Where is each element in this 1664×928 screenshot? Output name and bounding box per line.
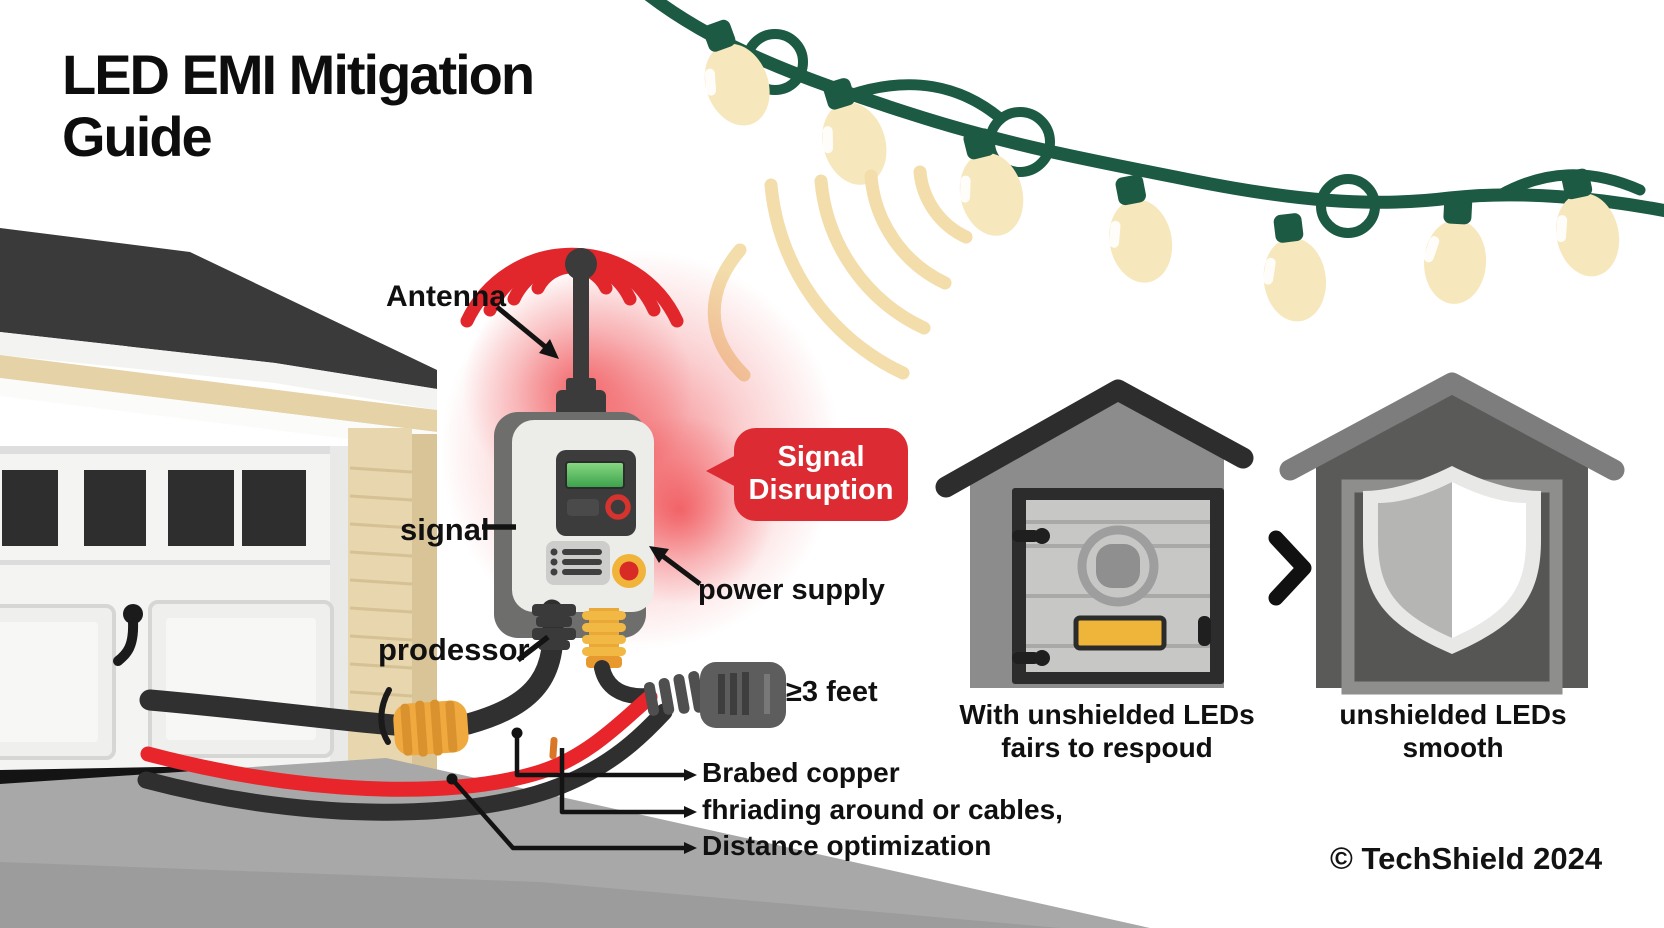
- shielded-cable-segment: [582, 608, 626, 668]
- light-bulb-icon: [1423, 195, 1487, 304]
- shield-icon: [1363, 466, 1541, 654]
- house-roof: [0, 228, 437, 389]
- caption-before-line2: fairs to respoud: [1001, 732, 1213, 763]
- door-window: [2, 470, 58, 546]
- door-window: [84, 470, 146, 546]
- light-bulb-icon: [703, 19, 770, 126]
- label-antenna: Antenna: [386, 280, 506, 313]
- cable-strain-relief: [532, 604, 576, 650]
- caption-after-line2: smooth: [1402, 732, 1504, 763]
- tip-threading: fhriading around or cables,: [702, 794, 1063, 825]
- door-plate: [1073, 615, 1167, 651]
- label-power-supply: power supply: [698, 574, 885, 606]
- chevron-right-icon: [1268, 530, 1312, 606]
- label-processor: prodessor: [378, 632, 530, 667]
- tip-braided-copper: Brabed copper: [702, 757, 900, 788]
- door-window: [168, 470, 234, 546]
- light-bulb-icon: [1555, 168, 1620, 277]
- string-lights: [644, 0, 1664, 322]
- light-bulb-icon: [959, 128, 1024, 236]
- power-cables: [137, 599, 786, 821]
- light-bulb-icon: [822, 78, 887, 185]
- red-cable: [140, 689, 658, 797]
- copyright-notice: © TechShield 2024: [1330, 841, 1603, 876]
- signal-disruption-callout: Signal Disruption: [706, 428, 908, 521]
- light-bulb-icon: [1108, 174, 1173, 283]
- caption-after: unshielded LEDs smooth: [1298, 698, 1608, 764]
- light-bulb-icon: [1263, 213, 1327, 322]
- garage-door: [0, 446, 348, 788]
- caption-before-line1: With unshielded LEDs: [959, 699, 1255, 730]
- door-handle-icon: [1198, 616, 1211, 646]
- device-button: [567, 499, 599, 516]
- page-title: LED EMI Mitigation Guide: [62, 43, 535, 168]
- label-signal: signal: [400, 512, 490, 547]
- label-distance: ≥3 feet: [786, 676, 878, 708]
- device-indicator-o: [605, 494, 631, 520]
- plug-connector: [643, 662, 786, 728]
- door-window: [242, 470, 306, 546]
- garage-before-icon: [935, 379, 1254, 688]
- caption-before: With unshielded LEDs fairs to respoud: [952, 698, 1262, 764]
- garage-after-icon: [1279, 372, 1625, 695]
- caption-after-line1: unshielded LEDs: [1339, 699, 1567, 730]
- ferrite-bead: [393, 699, 469, 757]
- tip-distance-optimization: Distance optimization: [702, 830, 992, 861]
- door-handle-icon: [113, 604, 143, 666]
- receiver-device: [494, 412, 654, 638]
- leader-lines: [446, 727, 697, 854]
- device-green-display: [565, 461, 625, 489]
- black-cable: [137, 703, 673, 821]
- label-pointers: [482, 305, 702, 663]
- callout-line2: Disruption: [748, 474, 894, 506]
- garage-house: [0, 228, 437, 788]
- callout-line1: Signal: [777, 441, 865, 473]
